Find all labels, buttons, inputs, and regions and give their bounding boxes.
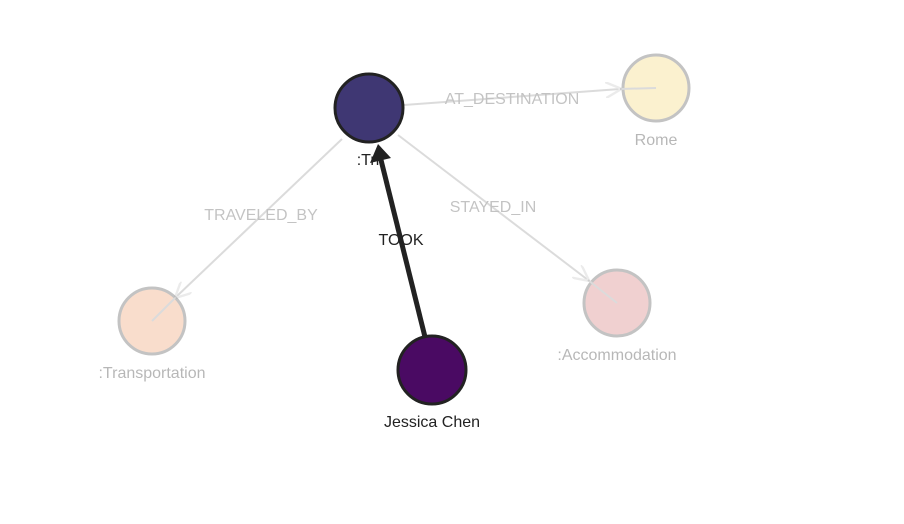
edge-took[interactable]: TOOK [370, 144, 428, 338]
node-jessica-chen[interactable]: Jessica Chen [384, 334, 480, 431]
edge-label-took: TOOK [378, 232, 423, 249]
edge-label-stayed-in: STAYED_IN [450, 199, 537, 216]
edge-label-traveled-by: TRAVELED_BY [204, 207, 318, 224]
node-rome[interactable]: Rome [619, 53, 691, 149]
node-accommodation[interactable]: :Accommodation [557, 268, 677, 364]
node-trip[interactable]: :Tri [333, 72, 405, 169]
node-transportation[interactable]: :Transportation [98, 286, 206, 382]
node-circle-jessica-chen[interactable] [396, 334, 468, 406]
arrowhead-took [370, 144, 391, 163]
edge-label-at-destination: AT_DESTINATION [445, 91, 580, 108]
node-label-accommodation: :Accommodation [557, 347, 676, 364]
node-circle-transportation[interactable] [117, 286, 187, 356]
edge-traveled-by[interactable]: TRAVELED_BY [176, 138, 343, 297]
node-label-jessica-chen: Jessica Chen [384, 414, 480, 431]
node-label-rome: Rome [635, 132, 678, 149]
node-label-transportation: :Transportation [98, 365, 205, 382]
node-circle-trip[interactable] [333, 72, 405, 144]
edge-at-destination[interactable]: AT_DESTINATION [403, 89, 620, 108]
node-circle-rome[interactable] [621, 53, 691, 123]
node-circle-accommodation[interactable] [582, 268, 652, 338]
edge-stayed-in[interactable]: STAYED_IN [397, 134, 588, 280]
